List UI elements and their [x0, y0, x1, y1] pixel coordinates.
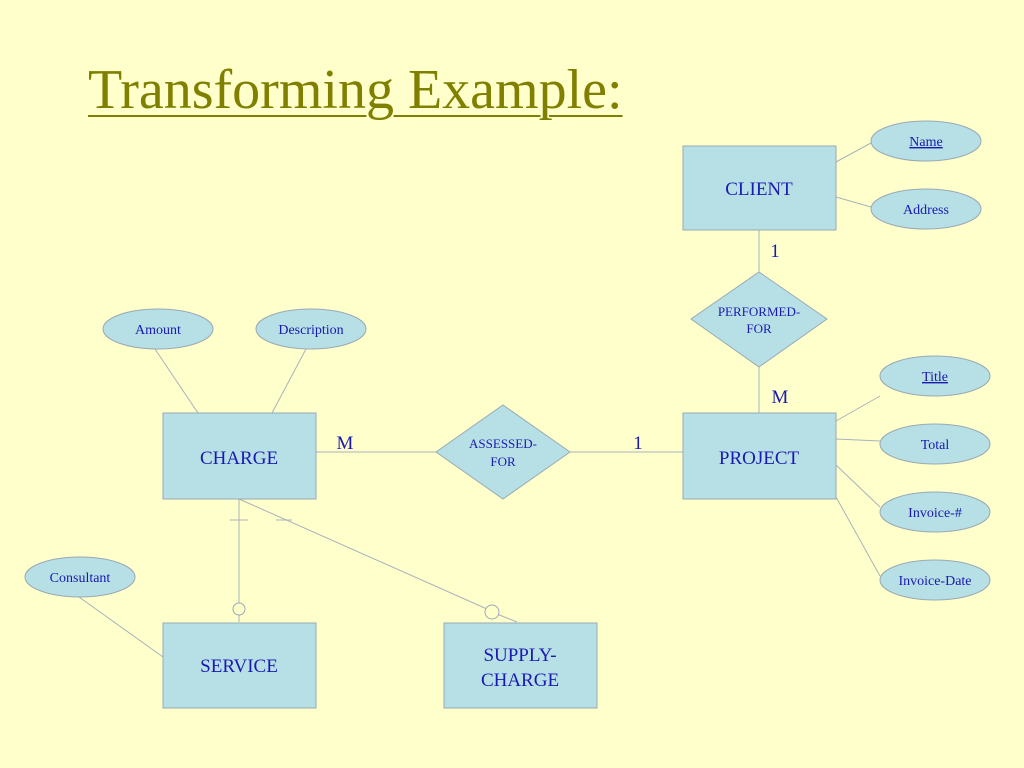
- line-charge-amount: [154, 348, 199, 414]
- optional-circle-service: [232, 602, 246, 616]
- attribute-client-name: Name: [870, 120, 982, 162]
- attribute-project-total-label: Total: [921, 438, 950, 453]
- entity-project: PROJECT: [682, 412, 837, 500]
- attribute-project-title-label: Title: [922, 370, 948, 385]
- relationship-assessed-for-label-1: ASSESSED-: [469, 436, 537, 451]
- entity-supply-charge-label-1: SUPPLY-: [483, 645, 556, 666]
- attribute-project-invoice-date-label: Invoice-Date: [898, 574, 971, 589]
- attribute-charge-description-label: Description: [278, 323, 343, 338]
- attribute-project-invoice-no: Invoice-#: [879, 491, 991, 533]
- entity-client-label: CLIENT: [725, 179, 793, 200]
- optional-circle-supply: [484, 604, 500, 620]
- entity-client: CLIENT: [682, 145, 837, 231]
- entity-charge: CHARGE: [162, 412, 317, 500]
- relationship-performed-for-label-2: FOR: [746, 321, 772, 336]
- relationship-assessed-for-label-2: FOR: [490, 454, 516, 469]
- entity-service-label: SERVICE: [200, 656, 278, 677]
- entity-service: SERVICE: [162, 622, 317, 709]
- attribute-project-invoice-date: Invoice-Date: [879, 559, 991, 601]
- attribute-client-address-label: Address: [903, 203, 949, 218]
- cardinality-assessed-project: 1: [633, 433, 643, 454]
- relationship-performed-for: PERFORMED- FOR: [690, 271, 828, 368]
- line-client-name: [835, 142, 872, 163]
- slide-title: Transforming Example:: [88, 59, 623, 121]
- entity-supply-charge: SUPPLY- CHARGE: [443, 622, 598, 709]
- line-project-total: [835, 438, 881, 442]
- attribute-service-consultant-label: Consultant: [50, 571, 111, 586]
- attribute-project-total: Total: [879, 423, 991, 465]
- attribute-project-title: Title: [879, 355, 991, 397]
- line-project-title: [835, 395, 881, 422]
- line-project-invoice-no: [835, 464, 881, 508]
- attribute-project-invoice-no-label: Invoice-#: [908, 506, 962, 521]
- relationship-assessed-for: ASSESSED- FOR: [435, 404, 571, 500]
- line-supply-rest: [496, 613, 518, 623]
- line-project-invoice-date: [835, 496, 881, 577]
- entity-charge-label: CHARGE: [200, 448, 278, 469]
- line-client-address: [835, 196, 872, 208]
- cardinality-charge-assessed: M: [337, 433, 354, 454]
- connector-lines: [78, 142, 881, 658]
- entity-project-label: PROJECT: [719, 448, 800, 469]
- attribute-charge-description: Description: [255, 308, 367, 350]
- cardinality-performed-project: M: [772, 387, 789, 408]
- relationship-performed-for-label-1: PERFORMED-: [718, 304, 800, 319]
- attribute-charge-amount-label: Amount: [135, 323, 181, 338]
- cardinality-client-performed: 1: [770, 241, 780, 262]
- line-service-consultant: [78, 596, 164, 658]
- line-charge-supply: [238, 498, 488, 610]
- attribute-service-consultant: Consultant: [24, 556, 136, 598]
- attribute-client-name-label: Name: [909, 135, 942, 150]
- attribute-client-address: Address: [870, 188, 982, 230]
- entity-supply-charge-label-2: CHARGE: [481, 670, 559, 691]
- attribute-charge-amount: Amount: [102, 308, 214, 350]
- line-charge-description: [271, 348, 307, 414]
